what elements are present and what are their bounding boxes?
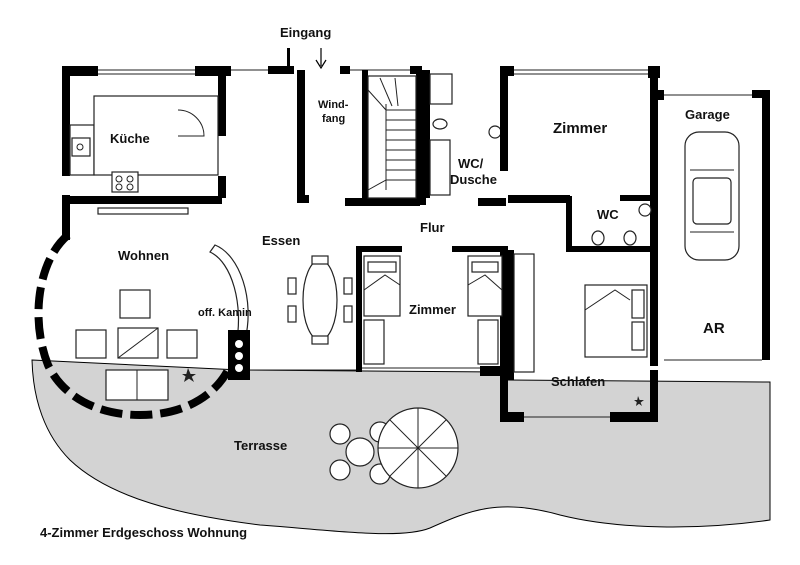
label-dining: Essen [262,233,300,248]
sink-icon [71,137,91,157]
wall-segment [656,90,664,100]
wall-segment [650,370,658,422]
sink-icon [638,203,652,217]
wall-segment [218,176,226,198]
table-icon [287,255,353,345]
label-garage: Garage [685,107,730,122]
chair-icon [311,335,329,345]
wall-segment [620,195,654,201]
living-window-wall [34,231,232,420]
wall-segment [508,250,514,380]
staircase [367,75,417,199]
plant-icon [634,396,644,406]
bed-icon [363,255,401,317]
wall-segment [426,70,430,198]
wall-segment [66,196,222,204]
label-room-top: Zimmer [553,120,607,137]
chair-icon [287,305,297,323]
sofa-icon [75,289,198,401]
wardrobe [477,319,499,365]
plan-title: 4-Zimmer Erdgeschoss Wohnung [40,525,247,540]
wall-segment [508,195,570,203]
wall-segment [62,66,98,76]
wall-segment [500,412,524,422]
wall-segment [62,66,70,176]
label-wc: WC [597,207,619,222]
chair-icon [311,255,329,265]
bed-icon [467,255,503,317]
umbrella-icon [377,407,459,489]
wall-segment [650,66,658,366]
label-bath-2: Dusche [450,172,497,187]
label-bedroom: Schlafen [551,374,605,389]
bed-icon [584,284,648,358]
shower-tray [429,139,451,196]
label-fireplace: off. Kamin [198,307,252,319]
wall-segment [610,412,658,422]
toilet-icon [591,230,605,246]
wall-segment [500,246,508,378]
toilet-icon [623,230,637,246]
label-bath-1: WC/ [458,156,484,171]
label-vestibule-1: Wind- [318,99,349,111]
stair-treads [367,77,416,191]
wall-segment [752,90,768,98]
wall-segment [345,198,420,206]
wall-segment [762,90,770,360]
plant-icon [182,368,196,382]
wall-segment [62,195,70,240]
fireplace-icon [209,244,250,380]
sink-icon [488,125,502,139]
label-terrace: Terrasse [234,438,287,453]
chair-icon [343,305,353,323]
label-entrance: Eingang [280,25,331,40]
wall-segment [195,66,231,76]
wall-segment [297,195,309,203]
label-storage: AR [703,320,725,337]
wall-segment [480,366,508,376]
sideboard [97,207,189,215]
wall-segment [297,70,305,200]
wall-segment [478,198,506,206]
wall-segment [566,246,654,252]
chair-icon [287,277,297,295]
label-room-middle: Zimmer [409,302,456,317]
label-vestibule-2: fang [322,113,345,125]
label-hallway: Flur [420,220,445,235]
wall-segment [218,66,226,136]
wall-segment [268,66,294,74]
entrance-arrow-icon [287,48,327,70]
wall-segment [500,66,508,171]
wall-segment [356,246,362,372]
wall-segment [566,196,572,246]
wardrobe [363,319,385,365]
toilet-icon [432,118,448,130]
wall-segment [500,378,508,412]
wall-segment [452,246,508,252]
wall-segment [362,70,368,205]
car-icon [684,131,740,261]
label-kitchen: Küche [110,131,150,146]
wardrobe [513,253,535,373]
shower-icon [429,73,453,105]
wall-segment [356,246,402,252]
label-living: Wohnen [118,248,169,263]
wall-segment [340,66,350,74]
stove-icon [111,171,139,193]
chair-icon [343,277,353,295]
wall-segment [416,70,426,205]
